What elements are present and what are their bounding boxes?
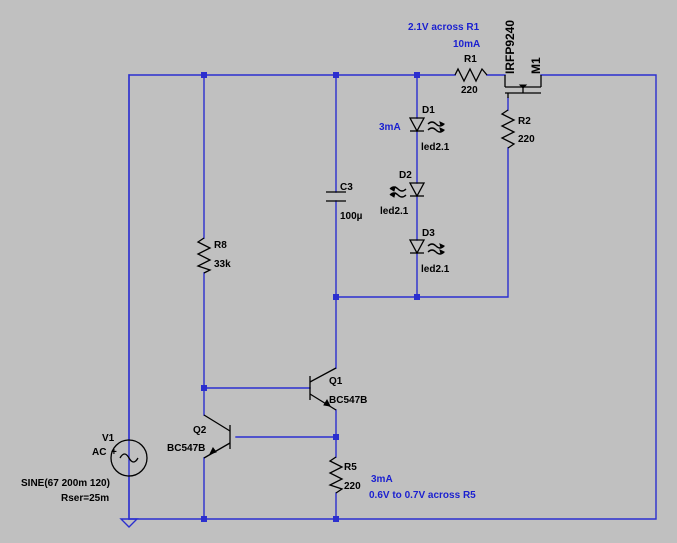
v1-rser: Rser=25m [61,493,109,504]
source-v1 [110,439,148,477]
v1-value: AC [92,447,106,458]
led-d2 [389,182,426,198]
wires [128,74,657,520]
r5-label: R5 [344,462,357,473]
resistor-r1 [454,67,488,83]
annotation-r1-current: 10mA [453,39,480,50]
annotation-led-current: 3mA [379,122,401,133]
junctions [201,72,420,522]
q2-label: Q2 [193,425,207,436]
ground-symbol [119,518,139,528]
r5-value: 220 [344,481,361,492]
resistor-r8 [196,237,212,274]
r2-label: R2 [518,116,531,127]
q1-label: Q1 [329,376,343,387]
annotation-r5-voltage: 0.6V to 0.7V across R5 [369,490,476,501]
r1-label: R1 [464,54,477,65]
d1-value: led2.1 [421,142,450,153]
r2-value: 220 [518,134,535,145]
resistor-r5 [328,456,344,494]
annotation-r1-voltage: 2.1V across R1 [408,22,480,33]
led-d1 [408,117,445,133]
r8-value: 33k [214,259,231,270]
q2-value: BC547B [167,443,205,454]
d2-label: D2 [399,170,412,181]
c3-label: C3 [340,182,353,193]
c3-value: 100µ [340,211,363,222]
transistor-q1 [309,367,337,411]
r8-label: R8 [214,240,227,251]
d3-label: D3 [422,228,435,239]
led-d3 [408,239,445,255]
d1-label: D1 [422,105,435,116]
d2-value: led2.1 [380,206,409,217]
capacitor-c3 [326,191,346,202]
q1-value: BC547B [329,395,367,406]
d3-value: led2.1 [421,264,450,275]
v1-label: V1 [102,433,115,444]
m1-label: M1 [529,57,543,74]
m1-value: IRFP9240 [503,20,517,74]
transistor-q2 [203,414,231,459]
r1-value: 220 [461,85,478,96]
resistor-r2 [500,109,516,149]
annotation-r5-current: 3mA [371,474,393,485]
v1-plus: + [111,447,117,458]
mosfet-m1 [504,75,542,98]
v1-source-spec: SINE(67 200m 120) [21,478,110,489]
